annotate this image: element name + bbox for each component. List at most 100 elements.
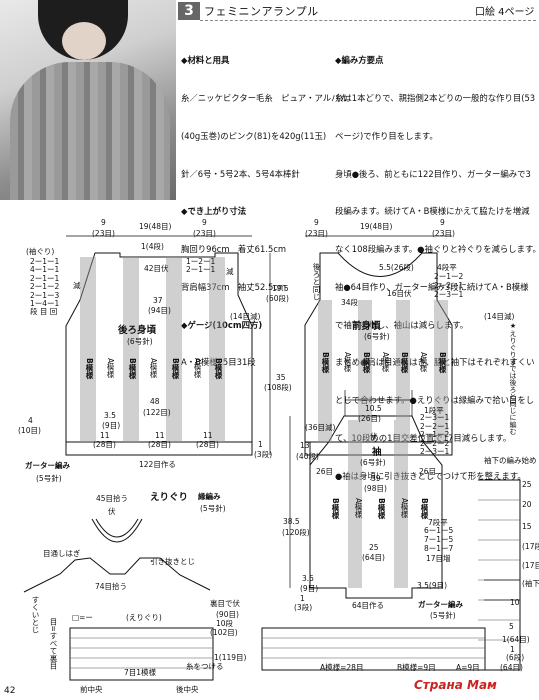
back-35: 3.5 [104, 411, 116, 420]
instructions-line: 段編みます。続けてA・B模様にかえて脇たけを増減 [335, 206, 530, 217]
front-width-left-stitches: (23目) [305, 229, 328, 238]
chart-plain8: (17段) [522, 542, 539, 551]
size-line: 胸回り96cm 着丈61.5cm [181, 244, 287, 255]
front-a-pattern: A模様 [419, 352, 428, 373]
chart-label: 袖下の編み始め [484, 456, 537, 465]
back-side-dec: (14目減) [230, 312, 261, 321]
sleeve-35b: 3.5(9目) [417, 581, 448, 590]
neck-row: 2ー1ー1 [186, 265, 216, 275]
pattern-title: フェミニンアランプル [204, 5, 319, 18]
sleeve-row: 2ー2ー2 [420, 438, 450, 448]
back-3: (3段) [254, 450, 273, 459]
back-b-pattern: B模様 [85, 358, 94, 379]
back-b-pattern: B模様 [214, 358, 223, 379]
back-hem [65, 441, 253, 456]
back-h60: (60段) [266, 294, 289, 303]
chart-64: (64目) [500, 663, 523, 672]
neck-title: えりぐり [150, 492, 189, 503]
chart-grid-side [478, 479, 521, 671]
back-title: 後ろ身頃 [118, 325, 157, 336]
neck-fu: 伏 [108, 507, 116, 516]
instructions-block: ◆編み方要点 糸は1本どりで、親指側2本どりの一般的な作り目(53 ページ)で作… [335, 29, 539, 495]
sleeve-title: 袖 [372, 447, 382, 458]
back-11a: 11 [100, 431, 110, 440]
back-9: (9目) [102, 421, 121, 430]
sleeve-plain: 1段平 [424, 406, 444, 415]
size-line: 背肩幅37cm 袖丈52.5cm [181, 281, 287, 292]
sleeve-b-pattern: B模様 [331, 498, 340, 519]
sleeve-inc-rows: 6ー1ー5 7ー1ー5 8ー1ー7 [424, 526, 453, 553]
back-11c: 11 [203, 431, 213, 440]
sleeve-garter-needle: (5号針) [430, 611, 456, 620]
sleeve-98: (98目) [364, 484, 387, 493]
b-pattern-band [80, 257, 96, 442]
armhole-row: 2ー1ー1 [30, 257, 60, 266]
sleeve-a-pattern: A模様 [400, 498, 409, 519]
chart-10: 10 [510, 598, 520, 607]
neck-subtitle: 縁編み [198, 492, 221, 501]
sleeve-13: 13 [300, 441, 310, 450]
sleeve-row: 2ー1ー2 [420, 430, 450, 439]
sleeve-row: 2ー3ー1 [420, 413, 450, 422]
b-pattern-band [396, 300, 410, 442]
sleeve-cap: (36目減) [305, 423, 336, 432]
neck-join: 目通しはぎ [43, 549, 81, 558]
neck-rows: 1ー2ー1 2ー1ー1 [186, 257, 216, 275]
front-b-pattern: B模様 [438, 352, 447, 373]
gauge-heading: ◆ゲージ(10cm四方) [181, 319, 348, 332]
front-b-pattern: B模様 [321, 352, 330, 373]
sleeve-385: 38.5 [283, 517, 300, 526]
photo-face [62, 22, 106, 60]
neck-diagram [23, 557, 211, 593]
back-needle: (6号針) [127, 337, 153, 346]
back-width-right-stitches: (23目) [193, 229, 216, 238]
sleeve-26b: 26目 [419, 467, 437, 476]
front-plain: 4段平 [437, 263, 457, 272]
chart-a9: A=9目 [456, 663, 480, 672]
page-number: 42 [4, 686, 16, 696]
chart-grid-right [261, 627, 486, 671]
sleeve-top-stitches: (26目) [358, 414, 381, 423]
photo-sweater [10, 62, 170, 200]
b-pattern-band [123, 257, 139, 442]
sleeve-fu: 伏 [370, 432, 378, 441]
instructions-line: で袖下を増し、袖山は減らします。 [335, 319, 539, 332]
armhole-row: 2ー1ー1 [30, 273, 60, 283]
back-width-right: 9 [202, 218, 207, 227]
sleeve-b-pattern: B模様 [420, 498, 429, 519]
dec-label: 減 [73, 281, 81, 290]
rib-3: 10段 [216, 619, 234, 628]
sleeve-64: (64目) [362, 553, 385, 562]
sleeve-garter: ガーター編み [418, 600, 463, 609]
materials-line: (40g玉巻)のピンク(81)を420g(11玉) [181, 130, 327, 141]
front-top: 5.5(26段) [379, 263, 414, 272]
sleeve-26a: 26目 [316, 467, 334, 476]
gauge-line: A・B模様25目31段 [181, 356, 348, 369]
sleeve-1: 1 [300, 594, 305, 603]
model-photo [0, 0, 176, 200]
rib-8: 7目1模様 [124, 668, 157, 677]
back-b-pattern: B模様 [128, 358, 137, 379]
front-hem [304, 441, 453, 456]
instructions-line: なく108段編みます。●袖ぐりと衿ぐりを減らします。 [335, 244, 539, 255]
front-row: 2ー2ー1 [434, 281, 464, 290]
rib-6: 糸をつける [186, 662, 224, 671]
front-note: ★えりぐりまでは後ろと同じに編む [509, 322, 517, 435]
chart-b9: B模様=9目 [397, 663, 436, 672]
front-width-mid: 19(48目) [360, 222, 393, 231]
back-inner-stitches: (94目) [148, 306, 171, 315]
armhole-row: 4ー1ー1 [30, 265, 60, 275]
rib-9: □=ー [72, 613, 93, 622]
sleeve-3: (3段) [294, 603, 313, 612]
b-pattern-band [318, 300, 332, 442]
instructions-line: 身頃●後ろ、前ともに122目作り、ガーター編みで3 [335, 168, 531, 179]
instructions-line: ページ)で作り目をします。 [335, 130, 438, 141]
front-center: 16目伏 [387, 289, 412, 298]
back-b-pattern: B模様 [171, 358, 180, 379]
sleeve-top: 10.5 [365, 404, 382, 413]
back-width-left-stitches: (23目) [92, 229, 115, 238]
neck-pick74: 74目拾う [95, 582, 128, 591]
back-11b: 11 [155, 431, 165, 440]
back-width-mid: 19(48目) [139, 222, 172, 231]
back-28a: (28目) [93, 440, 116, 449]
